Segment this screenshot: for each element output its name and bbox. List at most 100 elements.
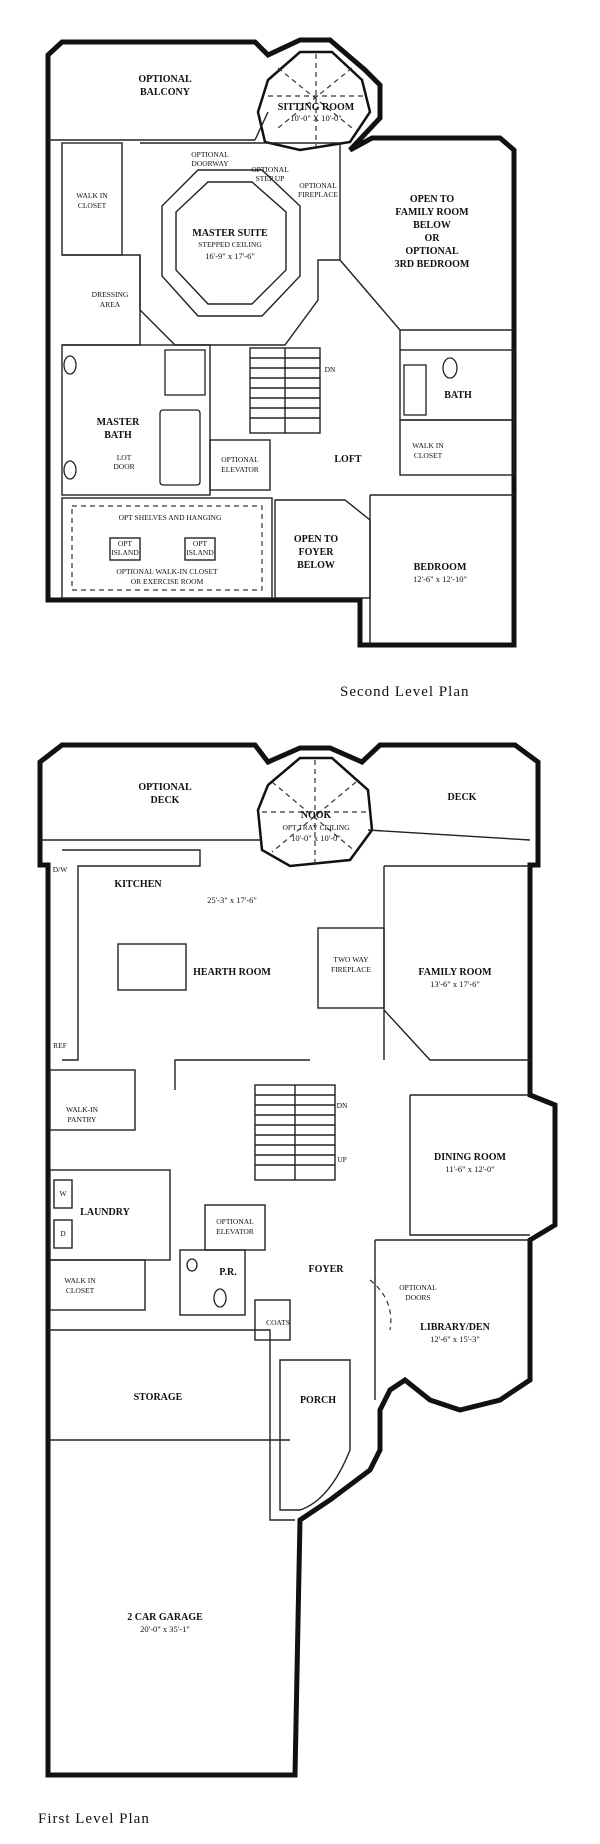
first-level-title: First Level Plan [38,1811,150,1827]
dryer [53,1219,73,1249]
family-room-below-wall [339,259,514,350]
label-foyer: FOYER [309,1264,345,1275]
label-wic-right-1: WALK IN [412,441,444,450]
label-open-foyer-2: FOYER [299,547,335,558]
garage-wall [48,1329,295,1521]
family-room-wall [383,865,530,1061]
label-optional-step-up-2: STEP UP [256,174,285,183]
walk-in-closet-1f [49,1259,146,1311]
label-walk-in-closet-1: WALK IN [76,191,108,200]
sitting-room-ceiling-lines [268,54,364,146]
label-optional-wic-1: OPTIONAL WALK-IN CLOSET [116,567,218,576]
walk-in-closet-right [399,419,515,476]
label-optional-elevator-2f-1: OPTIONAL [221,455,259,464]
label-bedroom-2f-dim: 12'-6" x 12'-10" [413,574,467,584]
library-wall [374,1239,530,1400]
label-walk-in-closet-2: CLOSET [78,201,107,210]
label-dressing-1: DRESSING [92,290,129,299]
label-family-room: FAMILY ROOM [418,967,492,978]
label-sitting-room-dim: 10'-0" X 10'-0" [290,113,342,123]
label-optional-elevator-1f-2: ELEVATOR [216,1227,254,1236]
powder-room-sink [186,1258,198,1272]
walk-in-pantry [49,1069,136,1131]
label-laundry: LAUNDRY [80,1207,130,1218]
powder-room [179,1249,246,1316]
label-kitchen: KITCHEN [114,879,162,890]
label-master-suite-dim: 16'-9" x 17'-6" [205,251,255,261]
label-optional-doors-1: OPTIONAL [399,1283,437,1292]
label-garage: 2 CAR GARAGE [127,1612,203,1623]
kitchen-island [117,943,187,991]
label-dw: D/W [53,865,69,874]
label-opt-island-1a: OPT [118,539,133,548]
label-open-family-2: FAMILY ROOM [395,207,469,218]
label-open-family-1: OPEN TO [410,194,455,205]
shower-2f [164,349,206,396]
label-optional-doorway-2: DOORWAY [191,159,229,168]
porch-wall [279,1359,351,1511]
label-optional-elevator-1f-1: OPTIONAL [216,1217,254,1226]
label-hearth-dim: 25'-3" x 17'-6" [207,895,257,905]
label-deck: DECK [448,792,477,803]
label-bedroom-2f: BEDROOM [414,562,467,573]
opt-island-2 [184,537,216,561]
label-opt-island-2b: ISLAND [186,548,214,557]
optional-wic-room [61,497,273,599]
kitchen-counter [62,849,201,1061]
label-open-family-5: OPTIONAL [405,246,459,257]
label-optional-balcony-2: BALCONY [140,87,191,98]
dining-room-wall [409,1094,530,1236]
label-dressing-2: AREA [100,300,121,309]
master-suite-wall [139,142,341,346]
stairs-2f [249,347,321,434]
label-lot-door-1: LOT [117,453,132,462]
label-sitting-room: SITTING ROOM [278,102,355,113]
master-bath-wall [61,344,211,496]
coats-closet [254,1299,291,1341]
label-master-bath-2: BATH [104,430,132,441]
label-lot-door-2: DOOR [113,462,134,471]
label-garage-dim: 20'-0" x 35'-1" [140,1624,190,1634]
label-pantry-1: WALK-IN [66,1105,99,1114]
master-bath-sink-2 [63,460,77,480]
label-library-dim: 12'-6" x 15'-3" [430,1334,480,1344]
label-up-1f: UP [337,1155,347,1164]
label-fireplace-1: TWO WAY [333,955,369,964]
label-nook-dim: 10'-0" x 10'-0" [291,833,341,843]
label-open-family-3: BELOW [413,220,451,231]
label-dining-room: DINING ROOM [434,1152,507,1163]
label-ref: REF [53,1041,67,1050]
powder-room-toilet [213,1288,227,1308]
label-dn-2f: DN [325,365,336,374]
label-opt-island-1b: ISLAND [111,548,139,557]
label-optional-fireplace-1: OPTIONAL [299,181,337,190]
toilet-right [442,357,458,379]
label-porch: PORCH [300,1395,336,1406]
label-optional-elevator-2f-2: ELEVATOR [221,465,259,474]
label-pr: P.R. [219,1267,237,1278]
label-master-suite-note: STEPPED CEILING [198,240,262,249]
master-suite-inner-ceiling [175,181,287,305]
label-storage: STORAGE [134,1392,183,1403]
nook-octagon [256,756,374,868]
label-optional-balcony-1: OPTIONAL [138,74,192,85]
label-optional-deck-2: DECK [151,795,180,806]
second-level-plan [45,37,517,648]
first-level-outer-wall [37,742,558,1778]
label-w: W [59,1189,67,1198]
master-suite-stepped-ceiling [161,169,301,317]
label-d: D [60,1229,66,1238]
label-family-room-dim: 13'-6" x 17'-6" [430,979,480,989]
label-dining-room-dim: 11'-6" x 12'-0" [445,1164,494,1174]
label-master-suite: MASTER SUITE [192,228,268,239]
label-wic-1f-1: WALK IN [64,1276,96,1285]
opt-island-1 [109,537,141,561]
label-loft: LOFT [334,454,362,465]
label-wic-1f-2: CLOSET [66,1286,95,1295]
label-open-foyer-1: OPEN TO [294,534,339,545]
label-optional-wic-2: OR EXERCISE ROOM [131,577,204,586]
label-hearth-room: HEARTH ROOM [193,967,271,978]
bedroom-wall [369,494,514,645]
label-opt-island-2a: OPT [193,539,208,548]
